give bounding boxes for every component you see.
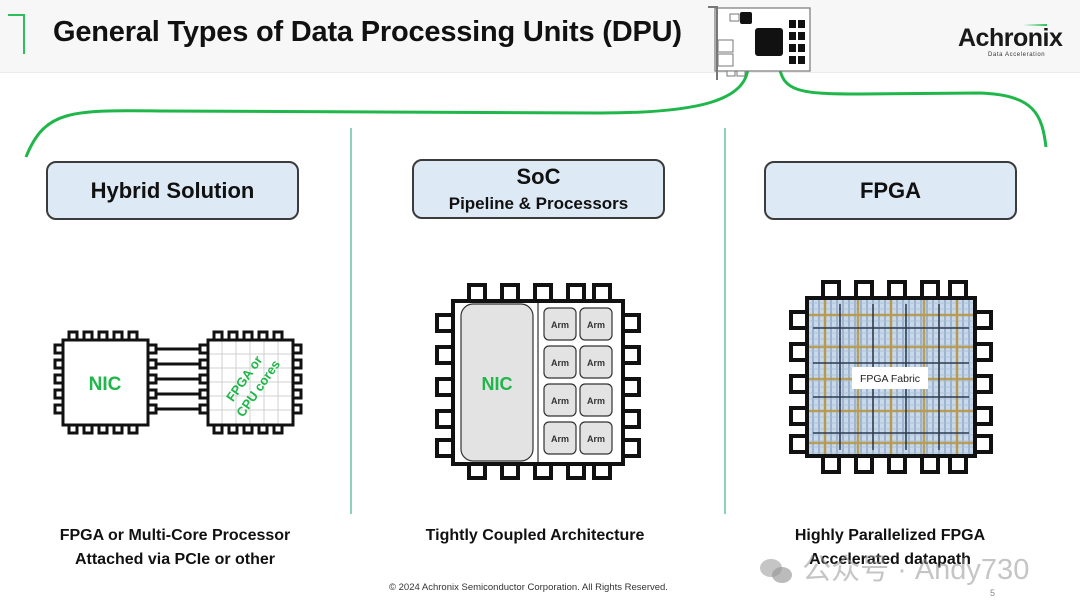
logo-tagline: Data Acceleration [988, 52, 1046, 58]
fpga-caption-line1: Highly Parallelized FPGA [794, 527, 986, 544]
arm-core-label: Arm [587, 434, 605, 444]
soc-subtitle: Pipeline & Processors [448, 194, 629, 213]
fpga-label: FPGA [764, 161, 1017, 220]
soc-nic-block [460, 303, 534, 462]
soc-title: SoC [516, 164, 561, 189]
fpga-fabric-label: FPGA Fabric [860, 373, 920, 385]
soc-label: SoC Pipeline & Processors [412, 159, 665, 219]
watermark: 公众号 · Andy730 [760, 546, 1029, 588]
fpga-title: FPGA [859, 178, 922, 203]
slide-header: General Types of Data Processing Units (… [0, 0, 1080, 73]
arm-core [543, 421, 577, 455]
hybrid-caption-line1: FPGA or Multi-Core Processor [59, 527, 291, 544]
arm-core-label: Arm [551, 396, 569, 406]
column-divider-1 [350, 128, 352, 514]
soc-caption: Tightly Coupled Architecture [380, 524, 690, 548]
copyright-footer: © 2024 Achronix Semiconductor Corporatio… [389, 582, 668, 593]
watermark-text: 公众号 · Andy730 [802, 554, 1030, 586]
nic-chip [53, 330, 158, 435]
arm-core [579, 421, 613, 455]
achronix-logo: Achronix [958, 24, 1063, 52]
hybrid-caption: FPGA or Multi-Core Processor Attached vi… [20, 524, 330, 572]
title-accent-bar [23, 16, 25, 54]
column-divider-2 [724, 128, 726, 514]
page-number: 5 [990, 588, 996, 598]
logo-accent [1023, 24, 1047, 26]
arm-core-label: Arm [587, 320, 605, 330]
arm-core [579, 383, 613, 417]
nic-label: NIC [89, 374, 122, 395]
soc-caption-line1: Tightly Coupled Architecture [425, 527, 645, 544]
hybrid-diagram: NIC FPGA or CPU cores [53, 330, 303, 435]
hybrid-solution-title: Hybrid Solution [90, 178, 255, 203]
wechat-icon [760, 557, 794, 585]
pcie-links [156, 347, 200, 411]
soc-nic-label: NIC [482, 374, 513, 394]
connector-curves [24, 63, 1048, 158]
fpga-caption: Highly Parallelized FPGA Accelerated dat… [735, 524, 1045, 572]
arm-core [579, 345, 613, 379]
arm-core [543, 383, 577, 417]
arm-core-label: Arm [551, 358, 569, 368]
arm-core-label: Arm [551, 434, 569, 444]
arm-core [543, 345, 577, 379]
pcie-card-icon [708, 6, 811, 80]
hybrid-solution-label: Hybrid Solution [46, 161, 299, 220]
arm-core-label: Arm [551, 320, 569, 330]
fpga-caption-line2: Accelerated datapath [809, 551, 971, 568]
left-curve [24, 67, 750, 158]
fpga-cpu-chip [198, 330, 303, 435]
arm-core-label: Arm [587, 396, 605, 406]
hybrid-caption-line2: Attached via PCIe or other [74, 551, 276, 568]
arm-core [579, 307, 613, 341]
right-curve [777, 63, 1048, 148]
slide-title: General Types of Data Processing Units (… [53, 16, 682, 48]
fpga-diagram: FPGA Fabric [789, 280, 993, 474]
arm-core [543, 307, 577, 341]
title-accent-tick [8, 14, 25, 16]
arm-core-label: Arm [587, 358, 605, 368]
